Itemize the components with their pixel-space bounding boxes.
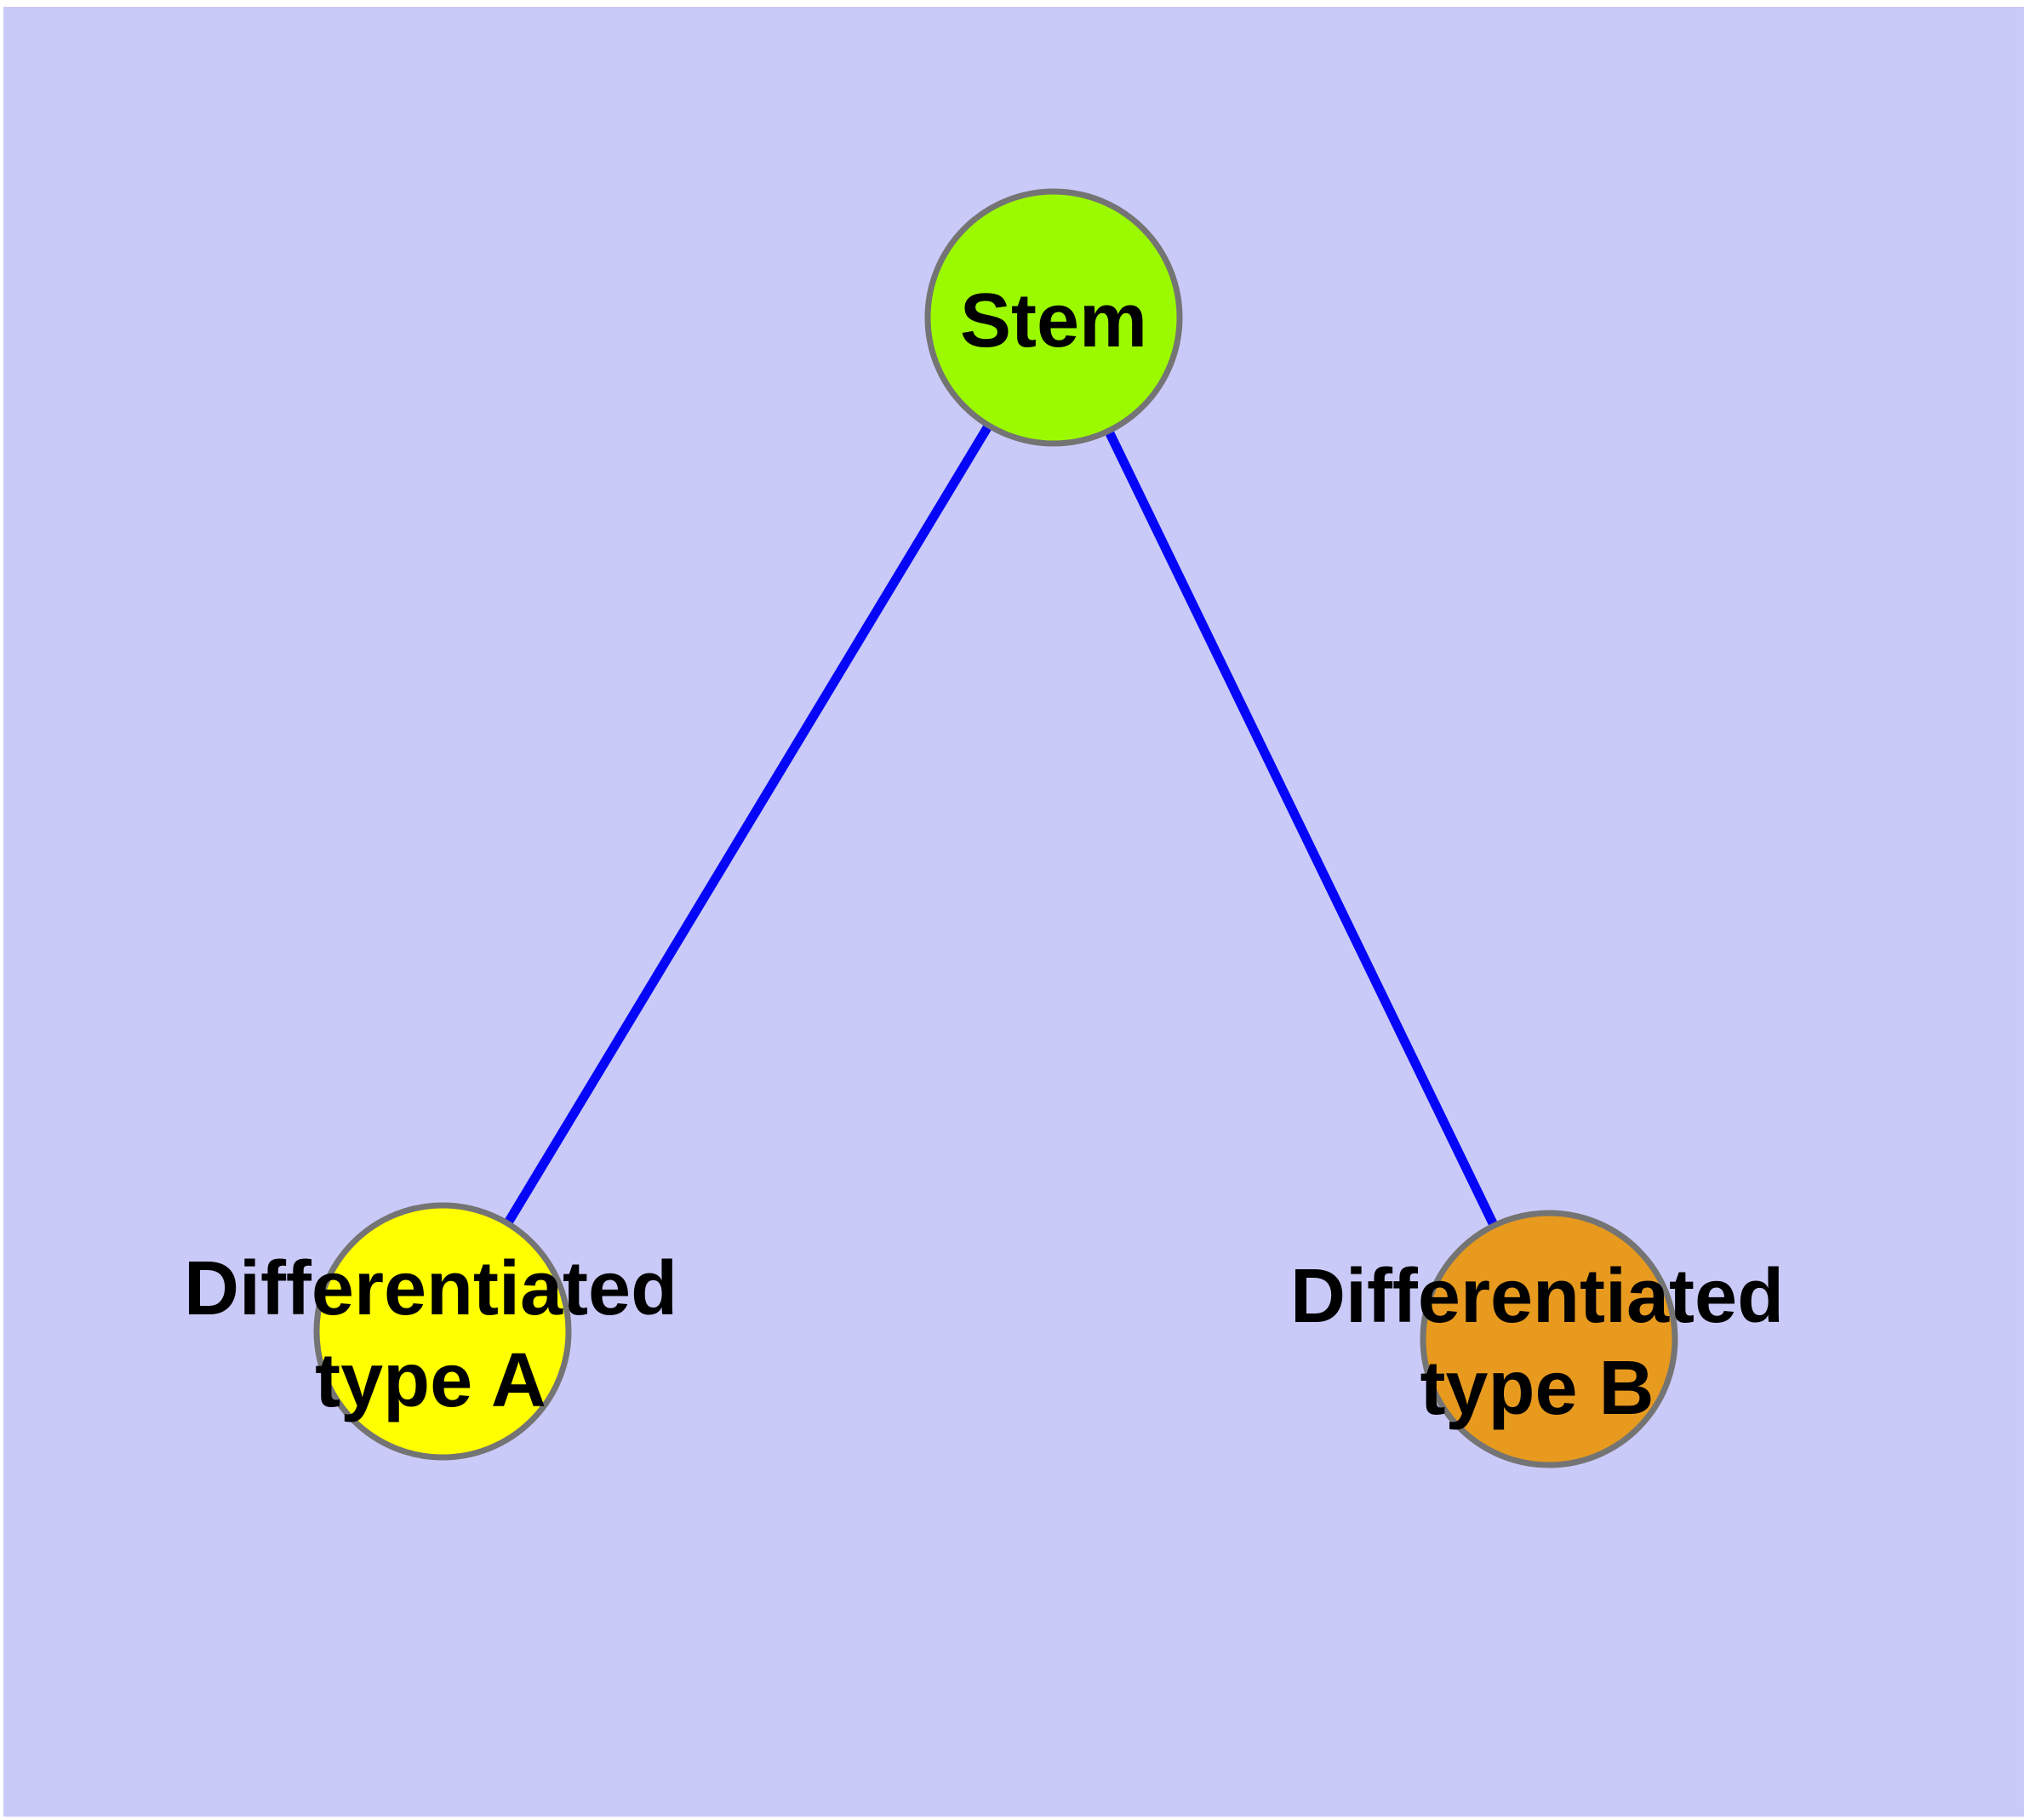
node-label-stem: Stem — [960, 275, 1147, 367]
node-label-typeA-line2: type A — [315, 1338, 546, 1423]
edge-stem-to-typeA[interactable] — [438, 315, 1058, 1334]
node-stem[interactable] — [924, 188, 1183, 447]
node-label-typeB-line2: type B — [1420, 1346, 1655, 1431]
node-label-differentiated-type-b: Differentiated type B — [1290, 1251, 1784, 1434]
node-label-typeB-line1: Differentiated — [1289, 1254, 1785, 1339]
node-differentiated-type-b[interactable] — [1420, 1210, 1678, 1468]
node-label-typeA-line1: Differentiated — [183, 1246, 678, 1331]
node-label-stem-line1: Stem — [959, 278, 1148, 363]
edge-stem-to-typeB[interactable] — [1049, 315, 1553, 1342]
node-differentiated-type-a[interactable] — [313, 1202, 572, 1461]
node-label-differentiated-type-a: Differentiated type A — [184, 1243, 677, 1427]
